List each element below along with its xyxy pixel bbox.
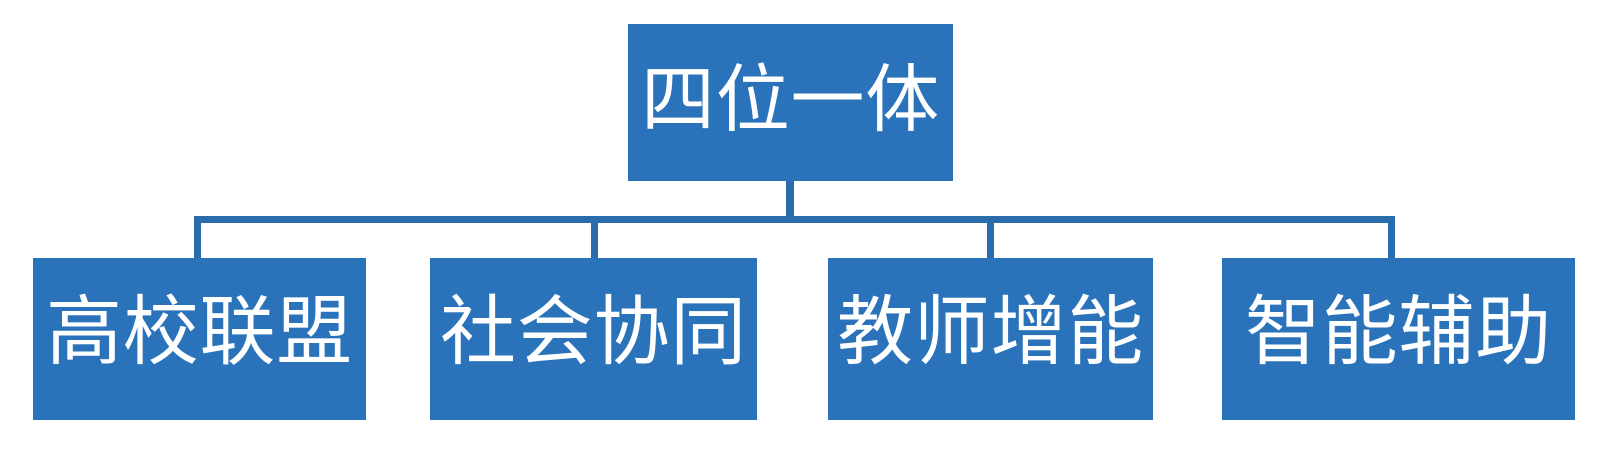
connector-drop-to-child-2 [987,216,994,258]
node-child-1-label: 社会协同 [439,291,748,375]
node-root[interactable]: 四位一体 [628,24,953,181]
node-child-social-collaboration[interactable]: 社会协同 [430,258,757,420]
node-child-2-label: 教师增能 [836,291,1145,375]
connector-horizontal-bus [194,216,1395,223]
connector-root-stem [786,181,794,219]
node-child-3-label: 智能辅助 [1244,291,1553,375]
node-child-0-label: 高校联盟 [45,291,354,375]
connector-drop-to-child-1 [591,216,598,258]
node-child-intelligent-assistance[interactable]: 智能辅助 [1222,258,1575,420]
connector-drop-to-child-3 [1388,216,1395,258]
connector-drop-to-child-0 [194,216,201,258]
node-root-label: 四位一体 [641,59,940,142]
node-child-teacher-empowerment[interactable]: 教师增能 [828,258,1153,420]
node-child-university-alliance[interactable]: 高校联盟 [33,258,366,420]
